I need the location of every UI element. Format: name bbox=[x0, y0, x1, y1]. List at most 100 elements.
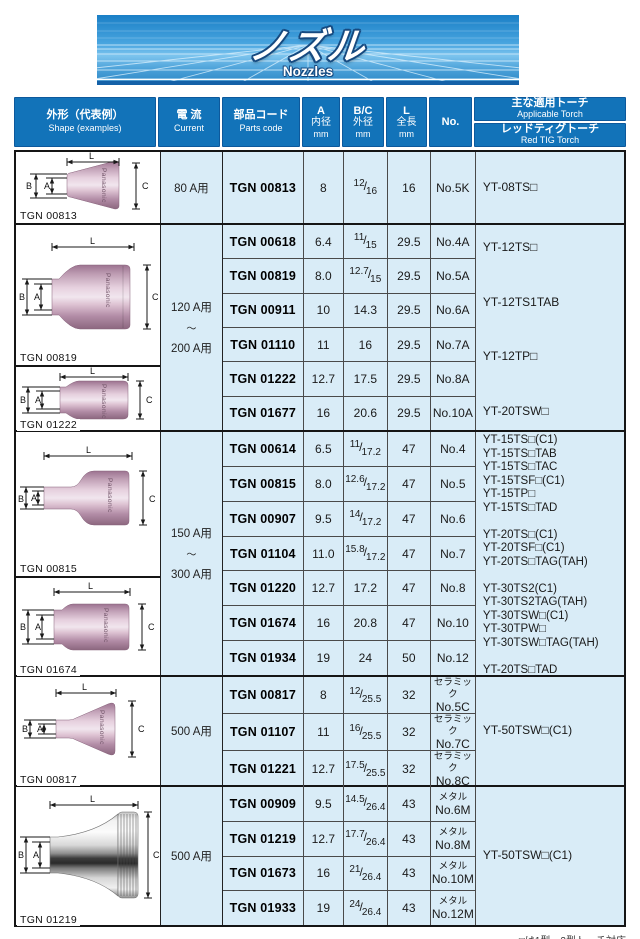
parts-code-cell: TGN 00614 bbox=[229, 441, 297, 456]
diameter-fraction: 14.5/26.4 bbox=[345, 794, 386, 814]
banner-subtitle: Nozzles bbox=[282, 64, 334, 79]
torch-model-label: YT-08TS□ bbox=[482, 179, 538, 194]
length-cell: 47 bbox=[386, 466, 430, 501]
no-line: メタル bbox=[438, 861, 468, 873]
svg-text:Panasonic: Panasonic bbox=[102, 608, 109, 643]
svg-text:L: L bbox=[82, 682, 87, 692]
outer-diameter-cell: 17.2 bbox=[342, 571, 387, 606]
torch-cell: YT-50TSW□(C1) bbox=[474, 787, 624, 925]
header-shape-en: Shape (examples) bbox=[48, 123, 122, 133]
header-bc-unit: mm bbox=[355, 128, 371, 139]
table-header: 外形（代表例） Shape (examples) 電 流 Current 部品コ… bbox=[14, 97, 626, 147]
svg-text:A: A bbox=[35, 395, 41, 405]
no-line: No.10M bbox=[431, 872, 474, 887]
inner-diameter-cell: 6.5 bbox=[302, 432, 343, 466]
parts-code-cell: TGN 00813 bbox=[229, 180, 297, 195]
outer-diameter-cell: 21/26.4 bbox=[342, 856, 387, 891]
no-cell: No.8A bbox=[429, 362, 475, 396]
torch-model-label: YT-30TS2TAG(TAH) bbox=[482, 596, 588, 608]
parts-code-cell: TGN 01933 bbox=[229, 901, 297, 916]
image-caption: TGN 01222 bbox=[17, 419, 80, 431]
length-cell: 32 bbox=[386, 677, 430, 713]
header-torch-applicable: 主な適用トーチ Applicable Torch bbox=[474, 97, 626, 121]
svg-text:L: L bbox=[89, 152, 94, 161]
no-line: セラミック bbox=[433, 677, 472, 700]
no-line: メタル bbox=[438, 896, 468, 908]
no-line: No.5C bbox=[435, 700, 470, 714]
inner-diameter-cell: 12.7 bbox=[302, 821, 343, 856]
svg-text:C: C bbox=[146, 395, 153, 405]
parts-code-cell: TGN 00815 bbox=[229, 476, 297, 491]
no-line: No.5K bbox=[436, 180, 470, 195]
inner-diameter-cell: 19 bbox=[302, 891, 343, 925]
parts-code-cell: TGN 01219 bbox=[229, 831, 297, 846]
no-cell: No.4 bbox=[429, 432, 475, 466]
header-l-symbol: L bbox=[403, 104, 410, 117]
torch-model-label: YT-30TSW□TAG(TAH) bbox=[482, 636, 599, 649]
torch-model-label: YT-12TS1TAB bbox=[482, 294, 560, 309]
length-cell: 43 bbox=[386, 891, 430, 925]
header-a-jp: 内径 bbox=[311, 116, 331, 128]
svg-text:L: L bbox=[90, 236, 95, 246]
length-cell: 47 bbox=[386, 432, 430, 466]
svg-text:C: C bbox=[153, 850, 160, 860]
no-cell: No.10 bbox=[429, 606, 475, 641]
no-line: No.6A bbox=[436, 303, 470, 318]
diameter-fraction: 12.7/15 bbox=[349, 266, 382, 286]
inner-diameter-cell: 8.0 bbox=[302, 259, 343, 293]
diameter-fraction: 16/25.5 bbox=[349, 722, 382, 742]
outer-diameter-cell: 11/17.2 bbox=[342, 432, 387, 466]
image-caption: TGN 01219 bbox=[17, 914, 80, 926]
length-cell: 47 bbox=[386, 501, 430, 536]
header-cell-no: No. bbox=[429, 97, 472, 147]
length-cell: 43 bbox=[386, 787, 430, 821]
outer-diameter-cell: 12.6/17.2 bbox=[342, 466, 387, 501]
inner-diameter-cell: 11 bbox=[302, 714, 343, 750]
torch-model-label: YT-15TS□TAC bbox=[482, 461, 558, 473]
parts-code-cell: TGN 01677 bbox=[229, 406, 297, 421]
svg-text:A: A bbox=[35, 622, 41, 632]
no-cell: No.7 bbox=[429, 536, 475, 571]
inner-diameter-cell: 12.7 bbox=[302, 751, 343, 787]
header-l-unit: mm bbox=[399, 128, 414, 139]
torch-model-label: YT-30TS2(C1) bbox=[482, 582, 557, 595]
svg-text:Panasonic: Panasonic bbox=[100, 168, 107, 203]
no-cell: No.5 bbox=[429, 466, 475, 501]
svg-text:Panasonic: Panasonic bbox=[98, 710, 105, 745]
svg-text:B: B bbox=[18, 494, 24, 504]
svg-text:B: B bbox=[19, 292, 25, 302]
no-line: No.4A bbox=[436, 234, 470, 249]
torch-model-label: YT-12TS□ bbox=[482, 240, 538, 254]
svg-text:L: L bbox=[90, 794, 95, 804]
header-torch-top-en: Applicable Torch bbox=[517, 109, 583, 119]
svg-text:Panasonic: Panasonic bbox=[100, 384, 107, 419]
no-line: No.4 bbox=[440, 441, 466, 456]
no-cell: No.5A bbox=[429, 259, 475, 293]
length-cell: 32 bbox=[386, 751, 430, 787]
no-line: No.6M bbox=[435, 802, 471, 817]
current-cell: 500 A用 bbox=[160, 677, 223, 785]
no-cell: No.5K bbox=[429, 152, 475, 223]
header-current-jp: 電 流 bbox=[176, 109, 202, 121]
header-torch-redtig: レッドティグトーチ Red TIG Torch bbox=[474, 123, 626, 147]
banner-title: ノズル bbox=[246, 26, 369, 67]
header-shape-jp: 外形（代表例） bbox=[46, 109, 124, 121]
torch-model-label: YT-15TS□(C1) bbox=[482, 434, 558, 446]
no-line: No.8A bbox=[436, 371, 470, 386]
